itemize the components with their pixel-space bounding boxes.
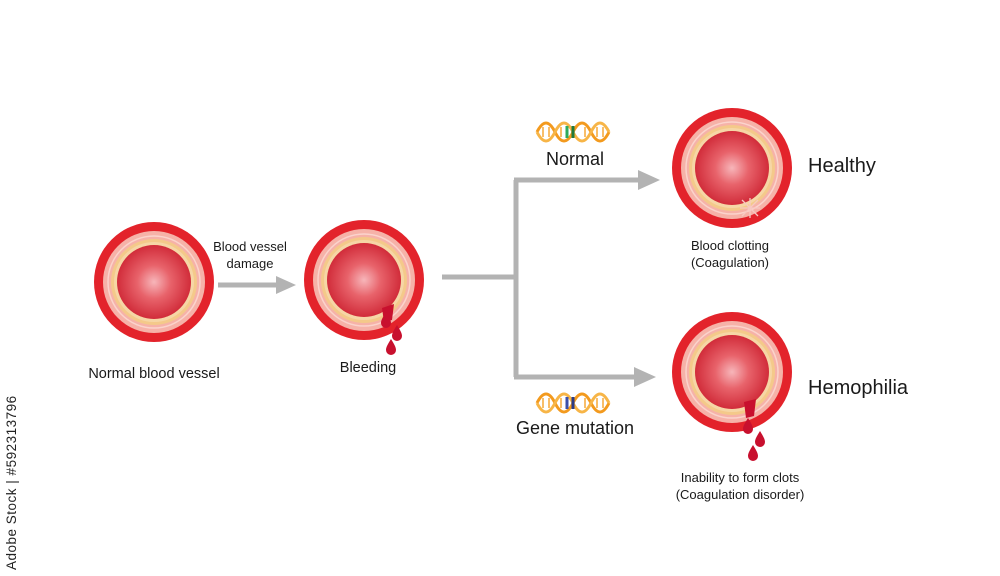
inability-label-line2: (Coagulation disorder) (675, 487, 805, 502)
hemophilia-vessel-graphic (671, 311, 793, 433)
normal-vessel-label: Normal blood vessel (88, 366, 220, 382)
damage-label-line1: Blood vessel (213, 239, 287, 254)
healthy-label: Healthy (808, 155, 876, 177)
clotting-label-line1: Blood clotting (690, 238, 770, 253)
stock-watermark: Adobe Stock | #592313796 (4, 395, 19, 570)
mutant-dna-icon (535, 392, 611, 414)
branch-connector (442, 177, 640, 380)
normal-gene-label: Normal (545, 149, 604, 169)
healthy-vessel-graphic (671, 107, 793, 229)
gene-mutation-label: Gene mutation (515, 418, 635, 438)
arrow-to-hemophilia (634, 367, 656, 387)
arrow-to-healthy (638, 170, 660, 190)
bleeding-vessel-graphic (303, 219, 425, 341)
damage-label-line2: damage (226, 256, 274, 271)
bleeding-label: Bleeding (339, 360, 397, 376)
hemophilia-label: Hemophilia (808, 377, 909, 399)
inability-label-line1: Inability to form clots (680, 470, 800, 485)
normal-dna-icon (535, 121, 611, 143)
clotting-label-line2: (Coagulation) (690, 255, 770, 270)
damage-arrow (218, 276, 296, 294)
normal-vessel-graphic (93, 221, 215, 343)
